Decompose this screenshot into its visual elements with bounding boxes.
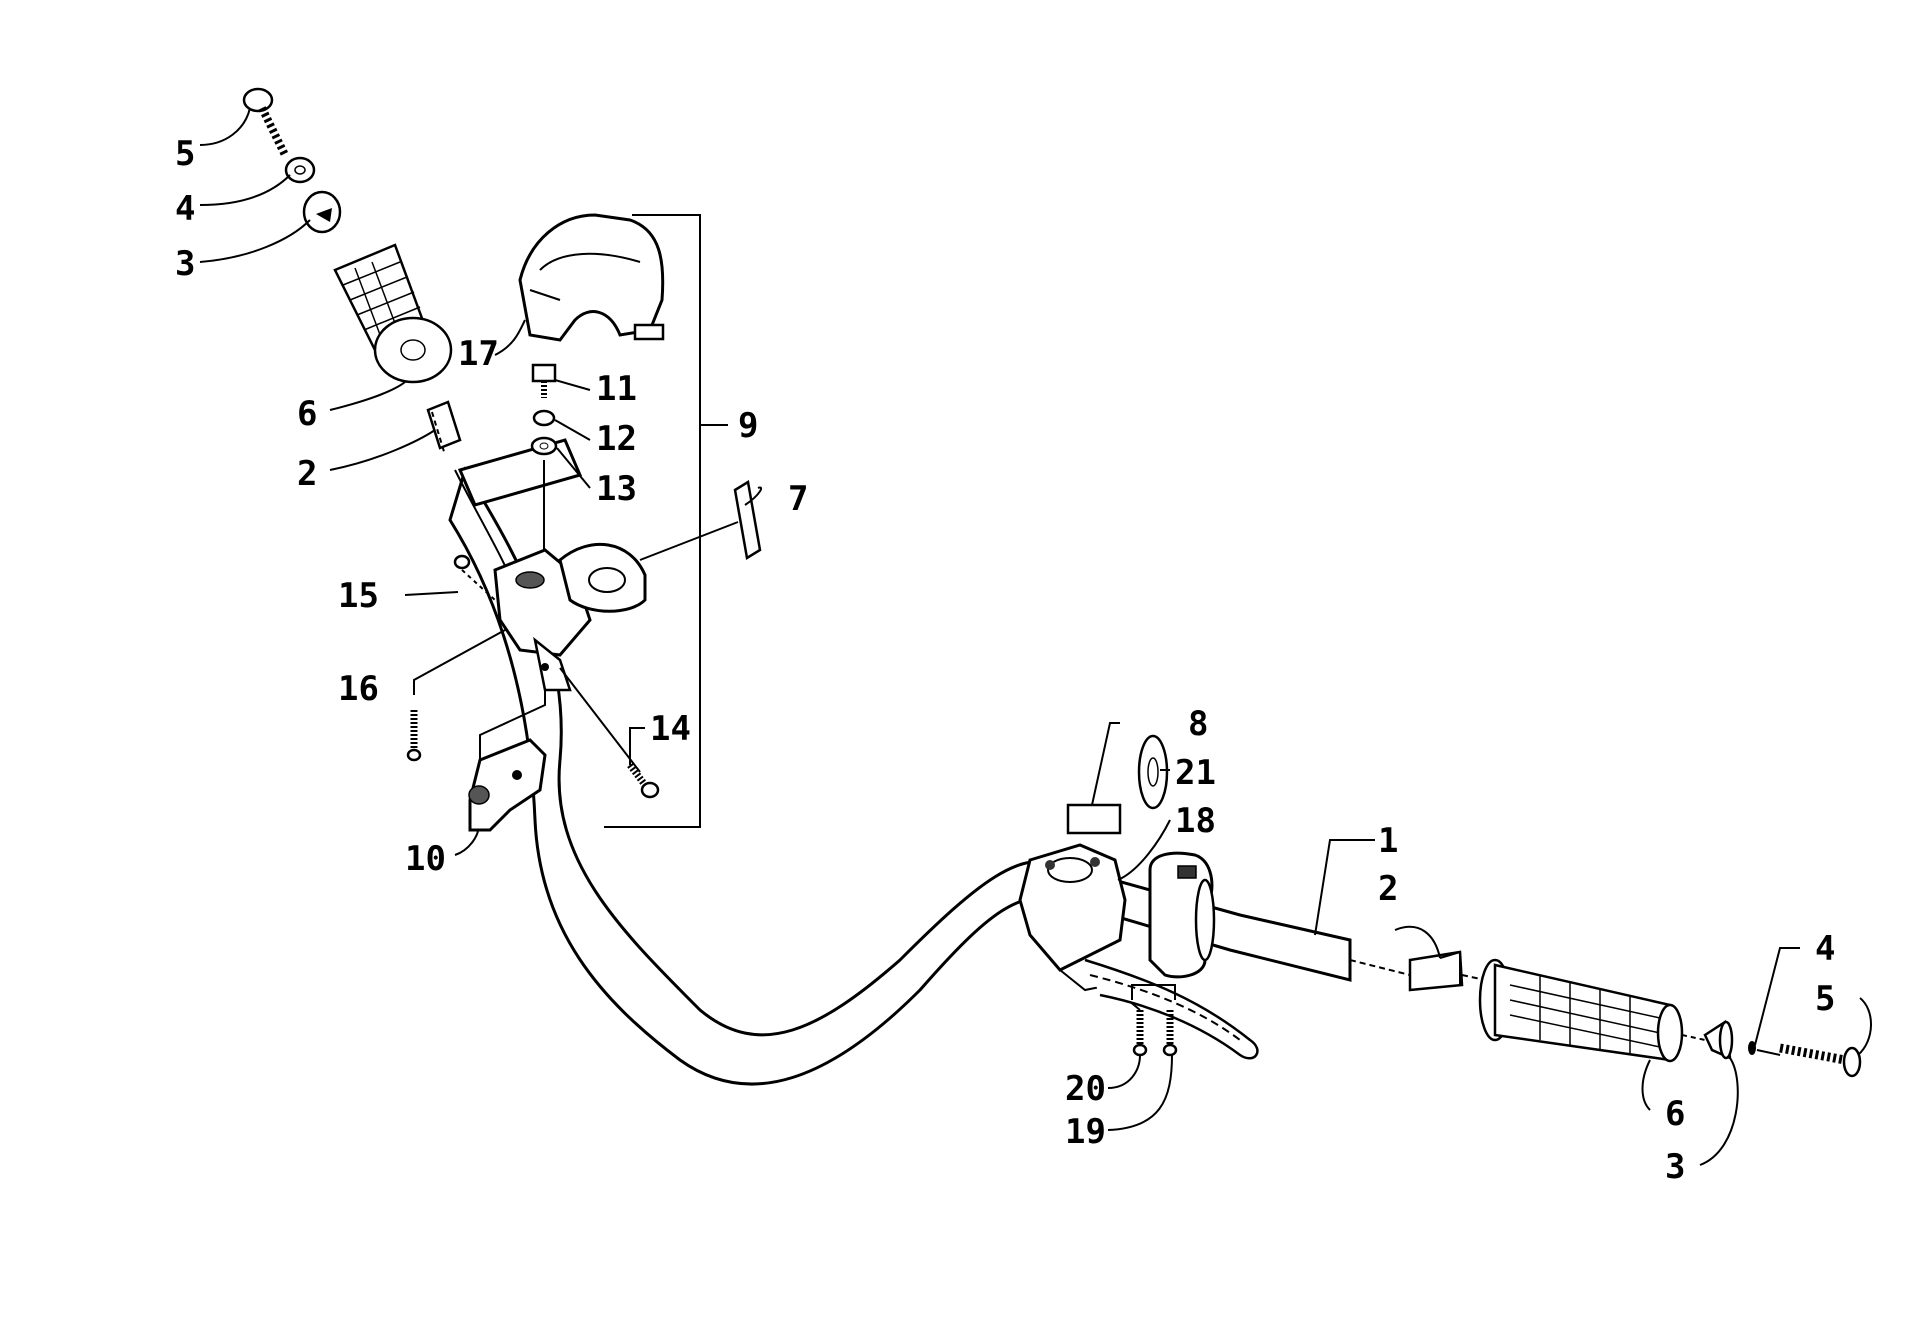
washer-part-21 bbox=[1137, 734, 1169, 810]
callout-13: 13 bbox=[596, 469, 637, 509]
right-grip-part-6 bbox=[1478, 958, 1684, 1063]
callout-6-left: 6 bbox=[297, 394, 317, 434]
callout-5-right: 5 bbox=[1815, 979, 1835, 1019]
leader-lines bbox=[199, 107, 1872, 1166]
callout-2-left: 2 bbox=[297, 454, 317, 494]
callout-19: 19 bbox=[1065, 1112, 1106, 1152]
left-throttle-sleeve-part-2 bbox=[426, 400, 462, 450]
left-grip-part-6 bbox=[333, 243, 453, 384]
callout-11: 11 bbox=[596, 369, 637, 409]
callout-5-left: 5 bbox=[175, 134, 195, 174]
callout-2-right: 2 bbox=[1378, 869, 1398, 909]
callout-9: 9 bbox=[738, 406, 758, 446]
right-throttle-sleeve-part-2 bbox=[1408, 950, 1464, 992]
screw-part-11 bbox=[531, 363, 557, 398]
brake-screw-part-19 bbox=[1162, 1010, 1178, 1057]
bracket-part-10 bbox=[468, 738, 547, 832]
right-bolt-part-5 bbox=[1779, 1043, 1862, 1078]
screw-part-15 bbox=[453, 554, 471, 570]
washer-part-13 bbox=[530, 436, 558, 456]
callout-16: 16 bbox=[338, 669, 379, 709]
callout-6-right: 6 bbox=[1665, 1094, 1685, 1134]
brake-master-cylinder bbox=[1018, 843, 1259, 1060]
callout-4-right: 4 bbox=[1815, 929, 1835, 969]
callout-12: 12 bbox=[596, 419, 637, 459]
callout-18: 18 bbox=[1175, 801, 1216, 841]
screw-part-16 bbox=[406, 710, 422, 762]
callout-17: 17 bbox=[458, 334, 499, 374]
callout-labels: 5 4 3 6 2 17 11 12 13 9 7 15 16 14 10 8 … bbox=[175, 134, 1835, 1187]
handlebar-tube bbox=[448, 438, 1352, 1086]
callout-10: 10 bbox=[405, 839, 446, 879]
switch-housing-part-18 bbox=[1148, 851, 1216, 979]
left-end-cap-part-3 bbox=[302, 190, 342, 234]
screw-part-14 bbox=[559, 667, 660, 799]
callout-4-left: 4 bbox=[175, 189, 195, 229]
callout-3-right: 3 bbox=[1665, 1147, 1685, 1187]
decal-part-8 bbox=[1066, 803, 1122, 835]
callout-7: 7 bbox=[788, 479, 808, 519]
callout-21: 21 bbox=[1175, 753, 1216, 793]
left-washer-part-4 bbox=[284, 156, 316, 184]
callout-14: 14 bbox=[650, 709, 691, 749]
callout-1: 1 bbox=[1378, 821, 1398, 861]
brake-screw-part-20 bbox=[1132, 1010, 1148, 1057]
lock-washer-part-12 bbox=[532, 409, 556, 427]
throttle-housing bbox=[493, 543, 647, 692]
callout-20: 20 bbox=[1065, 1069, 1106, 1109]
callout-3-left: 3 bbox=[175, 244, 195, 284]
right-washer-part-4 bbox=[1748, 1041, 1756, 1055]
callout-8: 8 bbox=[1188, 704, 1208, 744]
callout-15: 15 bbox=[338, 576, 379, 616]
left-bolt-part-5 bbox=[242, 87, 289, 157]
decal-part-7 bbox=[733, 479, 762, 561]
housing-cover-part-17 bbox=[518, 213, 665, 342]
right-end-cap-part-3 bbox=[1703, 1019, 1734, 1061]
